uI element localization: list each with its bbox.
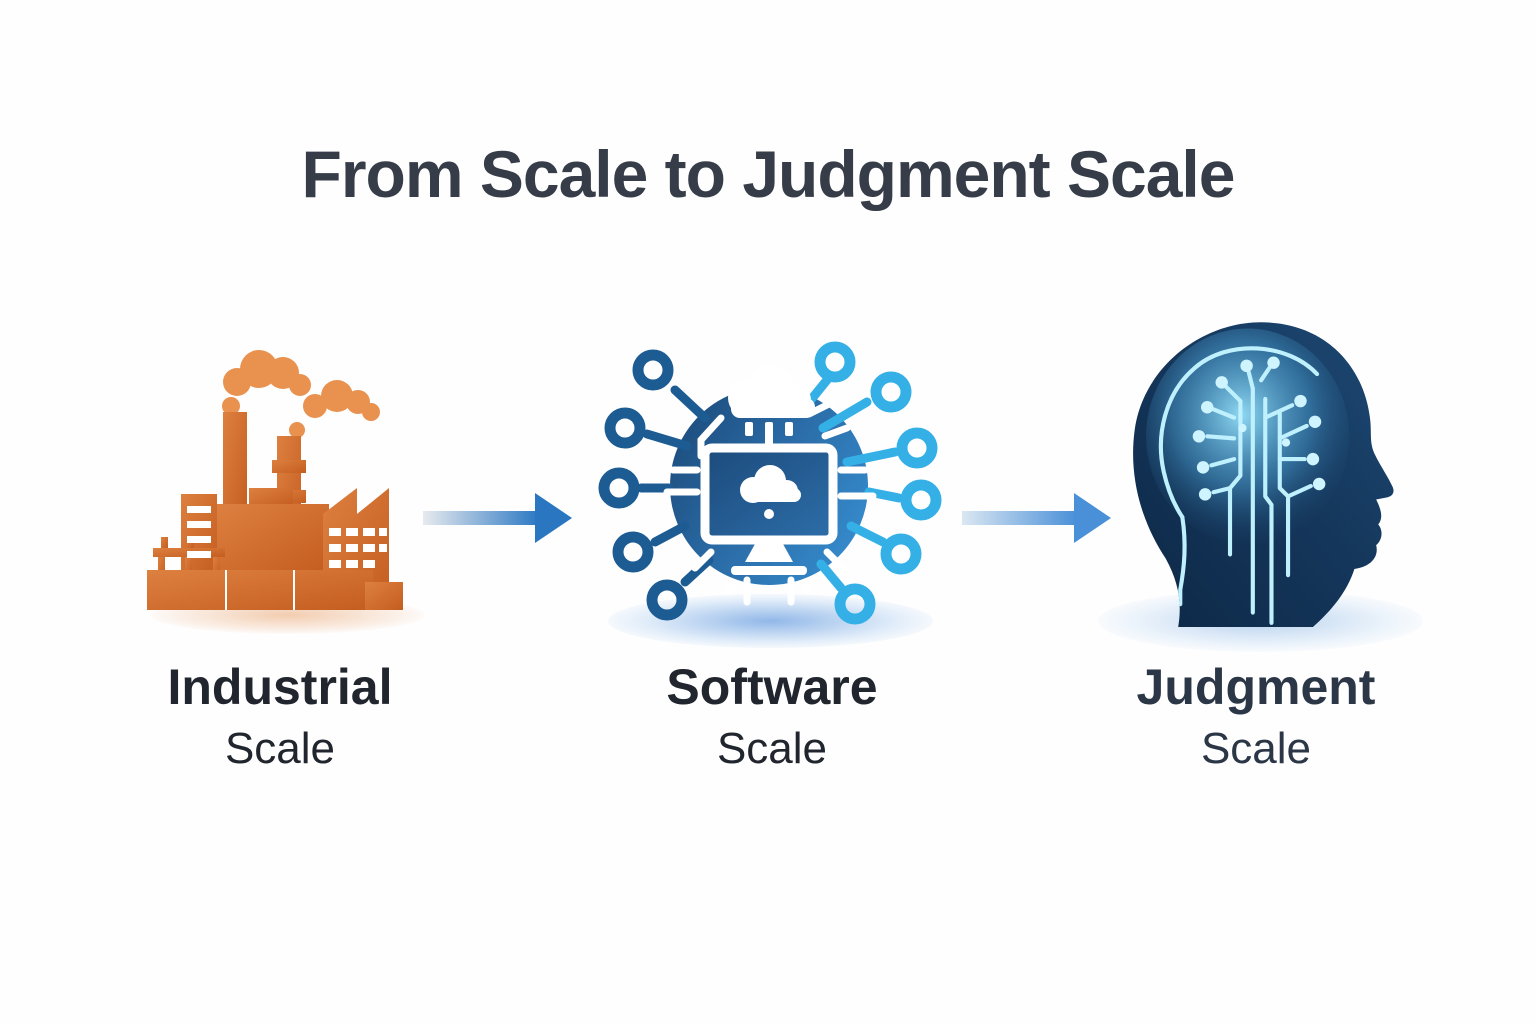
circuit-brain-nodes	[1192, 356, 1326, 501]
software-shadow	[608, 594, 933, 648]
stage-label-line2: Scale	[1200, 724, 1312, 773]
stage-label-software: Software Scale	[592, 660, 952, 774]
stage-label-line2: Scale	[716, 724, 828, 773]
arrow-right-icon	[423, 486, 573, 555]
stage-label-judgment: Judgment Scale	[1076, 660, 1436, 774]
stage-label-line1: Industrial	[167, 659, 393, 715]
smoke-puffs	[222, 350, 380, 438]
network-nodes-left	[598, 349, 714, 621]
stage-label-industrial: Industrial Scale	[100, 660, 460, 774]
page-title: From Scale to Judgment Scale	[301, 137, 1236, 211]
stage-label-line1: Software	[666, 659, 878, 715]
arrow-right-icon	[962, 486, 1112, 555]
circuit-brain-head-icon	[1118, 314, 1398, 632]
circuit-brain-traces	[1158, 346, 1320, 625]
stage-label-line1: Judgment	[1136, 659, 1376, 715]
monitor-cloud-icon	[700, 443, 838, 575]
software-network-icon	[595, 340, 943, 640]
factory-icon	[125, 342, 445, 632]
stage-label-line2: Scale	[224, 724, 336, 773]
circuit-dashes	[663, 398, 877, 606]
